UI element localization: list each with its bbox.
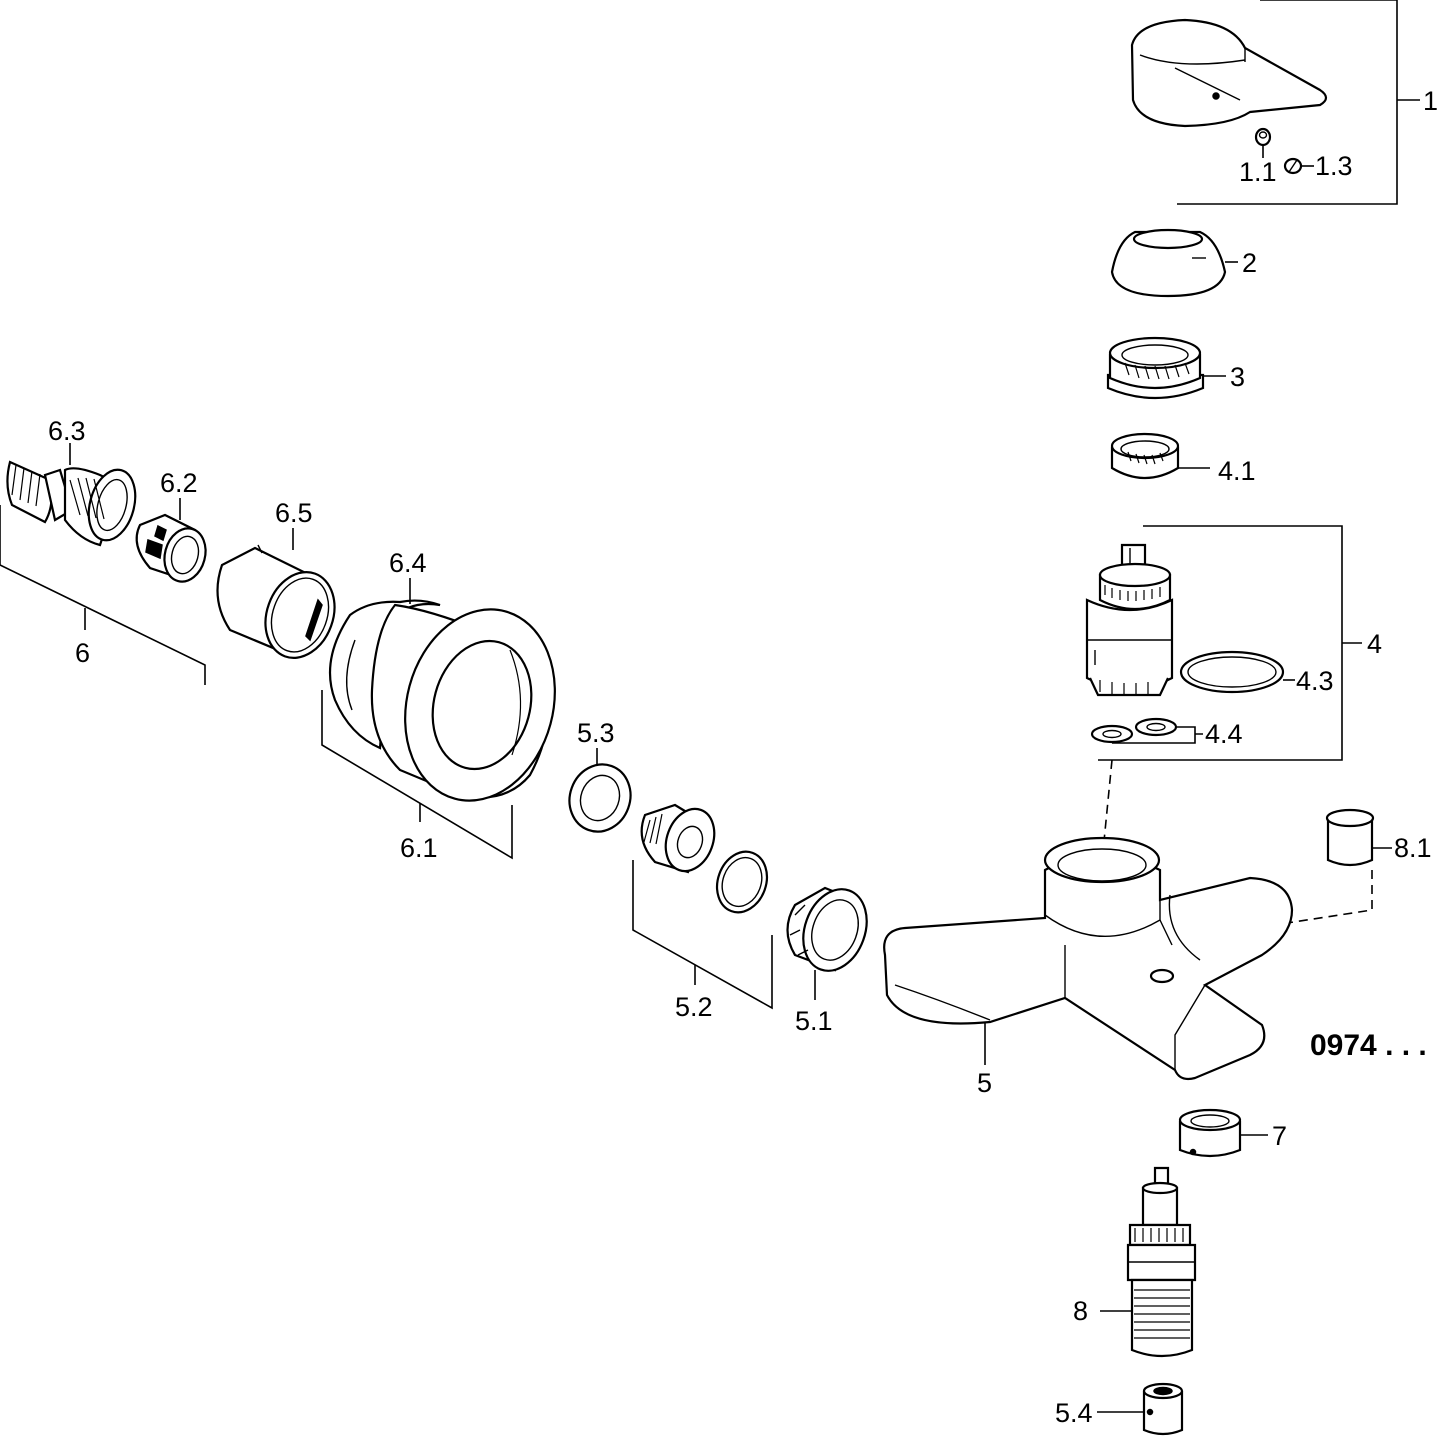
label-3: 3 xyxy=(1230,362,1245,392)
part-2-cover-sleeve xyxy=(1110,228,1227,298)
label-5-4: 5.4 xyxy=(1055,1398,1093,1428)
part-3-threaded-ring xyxy=(1106,336,1205,400)
label-8-1: 8.1 xyxy=(1394,833,1432,863)
label-2: 2 xyxy=(1242,248,1257,278)
group-5-2-bracket xyxy=(632,860,773,1010)
part-5-2-union xyxy=(640,803,716,874)
part-6-5-ring xyxy=(216,544,336,659)
label-1-3: 1.3 xyxy=(1315,151,1353,181)
part-6-1-escutcheon xyxy=(370,603,556,802)
label-5-1: 5.1 xyxy=(795,1006,833,1036)
label-4-3: 4.3 xyxy=(1296,666,1334,696)
part-5-1-nut xyxy=(786,886,868,972)
label-6-3: 6.3 xyxy=(48,416,86,446)
part-1-1-grub-screw xyxy=(1254,127,1272,147)
label-4-1: 4.1 xyxy=(1218,456,1256,486)
part-1-3-cap-plug xyxy=(1283,157,1303,175)
label-6-1: 6.1 xyxy=(400,833,438,863)
label-4-4: 4.4 xyxy=(1205,719,1243,749)
group-6-bracket xyxy=(0,505,206,685)
part-6-2-sleeve xyxy=(135,513,207,583)
part-7-bush xyxy=(1178,1108,1242,1158)
part-5-3-washer xyxy=(568,763,632,833)
part-4-cartridge xyxy=(1085,543,1174,697)
label-5: 5 xyxy=(977,1068,992,1098)
part-4-1-adapter-nut xyxy=(1110,432,1180,479)
part-8-1-cap xyxy=(1325,808,1375,867)
label-8: 8 xyxy=(1073,1296,1088,1326)
label-5-2: 5.2 xyxy=(675,992,713,1022)
part-4-3-o-ring xyxy=(1179,650,1285,694)
label-4: 4 xyxy=(1367,629,1382,659)
leader-4-4 xyxy=(1112,726,1203,744)
part-6-3-connector xyxy=(6,460,137,547)
label-6: 6 xyxy=(75,638,90,668)
label-6-5: 6.5 xyxy=(275,498,313,528)
part-5-faucet-body xyxy=(883,836,1294,1081)
part-5-4-insert xyxy=(1142,1382,1184,1436)
group-1-bracket xyxy=(1177,0,1398,205)
label-6-2: 6.2 xyxy=(160,468,198,498)
label-5-3: 5.3 xyxy=(577,718,615,748)
label-1: 1 xyxy=(1423,86,1438,116)
catalog-code: 0974 . . . xyxy=(1310,1029,1427,1062)
label-6-4: 6.4 xyxy=(389,548,427,578)
group-6-1-bracket xyxy=(321,690,513,860)
part-1-lever-handle xyxy=(1130,18,1328,128)
axis-4-to-5 xyxy=(1099,759,1113,883)
label-7: 7 xyxy=(1272,1121,1287,1151)
label-1-1: 1.1 xyxy=(1239,157,1277,187)
part-4-4-seals xyxy=(1090,717,1178,744)
part-8-diverter xyxy=(1126,1166,1197,1358)
axis-8-1-to-5 xyxy=(1162,870,1373,968)
part-5-2-o-ring xyxy=(715,850,769,914)
